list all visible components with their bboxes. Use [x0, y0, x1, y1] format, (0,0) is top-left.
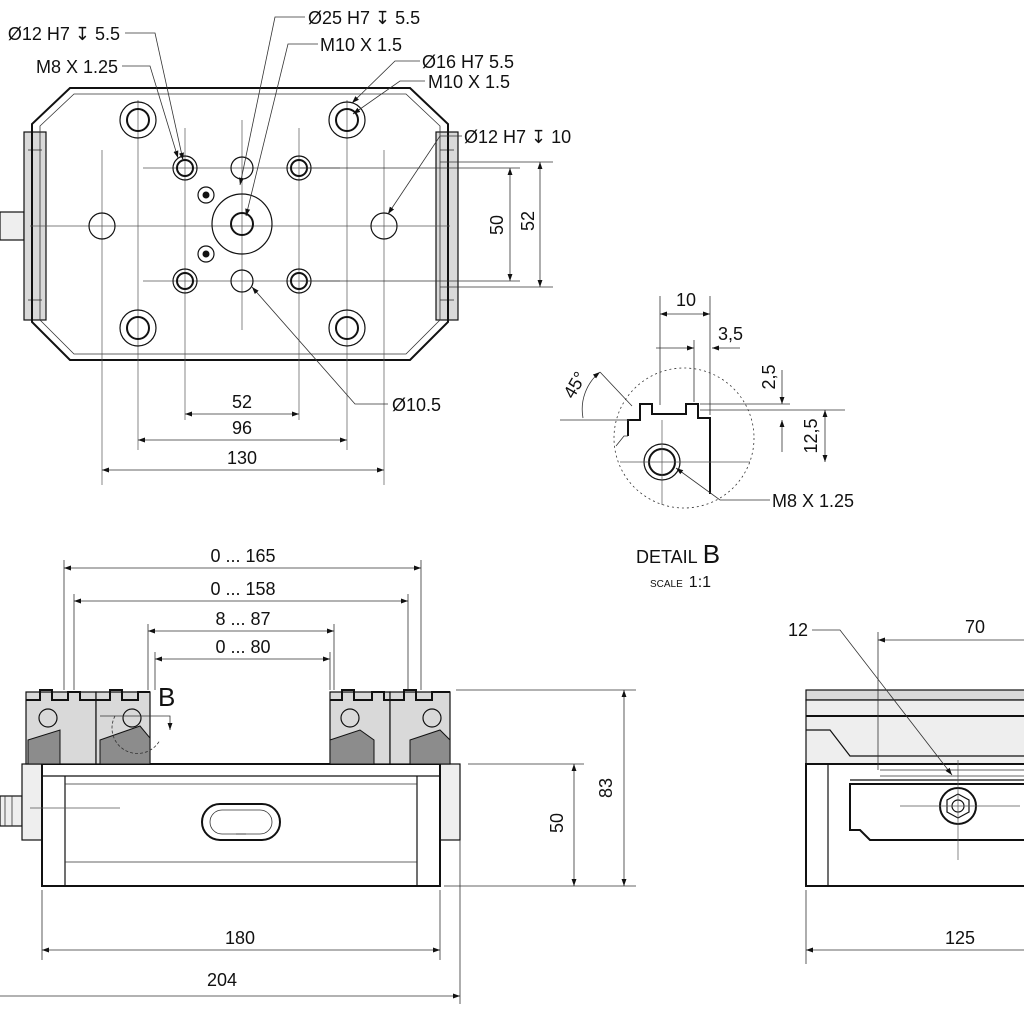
hole-left: [88, 212, 116, 240]
detail-dim-2-5: 2,5: [759, 364, 779, 389]
detail-dim-3-5: 3,5: [718, 324, 743, 344]
side-dim-125: 125: [945, 928, 975, 948]
side-body: [805, 763, 1024, 887]
detail-callout: M8 X 1.25: [772, 491, 854, 511]
callout-c6: M10 X 1.5: [428, 72, 510, 92]
left-jaw: [25, 689, 173, 765]
hole-bottom-center: [230, 269, 254, 293]
dim-50-top: 50: [487, 215, 507, 235]
dim-range-87: 8 ... 87: [215, 609, 270, 629]
dim-range-80: 0 ... 80: [215, 637, 270, 657]
front-shaft: [0, 795, 23, 827]
callout-c2: M8 X 1.25: [36, 57, 118, 77]
callout-c7: Ø12 H7 ↧ 10: [464, 127, 571, 147]
center-bore: [211, 193, 273, 255]
side-dim-12: 12: [788, 620, 808, 640]
shaft-stub: [0, 211, 25, 241]
callout-c3: Ø25 H7 ↧ 5.5: [308, 8, 420, 28]
corner-hole-br: [328, 309, 366, 347]
side-view: 12 70 125: [788, 617, 1024, 964]
dim-width-180: 180: [225, 928, 255, 948]
top-view: Ø12 H7 ↧ 5.5 M8 X 1.25 Ø25 H7 ↧ 5.5 M10 …: [0, 8, 571, 485]
callout-c8: Ø10.5: [392, 395, 441, 415]
dim-height-50: 50: [547, 813, 567, 833]
vise-body: [41, 763, 441, 887]
detail-dim-10: 10: [676, 290, 696, 310]
dim-range-165: 0 ... 165: [210, 546, 275, 566]
corner-hole-tr: [328, 101, 366, 139]
callout-c4: M10 X 1.5: [320, 35, 402, 55]
detail-dim-12-5: 12,5: [801, 418, 821, 453]
pin-hole-2: [197, 245, 215, 263]
callout-c5: Ø16 H7 5.5: [422, 52, 514, 72]
dim-height-83: 83: [596, 778, 616, 798]
hole-right: [370, 212, 398, 240]
dim-96: 96: [232, 418, 252, 438]
right-jaw: [329, 689, 451, 765]
detail-angle-45: 45°: [559, 368, 590, 402]
side-dim-70: 70: [965, 617, 985, 637]
detail-boundary: [613, 367, 755, 509]
base-plate: [31, 87, 449, 361]
callout-c1: Ø12 H7 ↧ 5.5: [8, 24, 120, 44]
thread-hole-3: [172, 268, 198, 294]
dim-130: 130: [227, 448, 257, 468]
pin-hole-1: [197, 186, 215, 204]
side-jaw-top: [805, 689, 1024, 701]
front-view: B 0 ... 165 0 ... 158 8 ... 87 0 ... 80 …: [0, 546, 636, 1004]
jaw-profile: [627, 403, 711, 494]
thread-hole-1: [172, 155, 198, 181]
body-slot: [201, 803, 281, 841]
dim-52-horizontal: 52: [232, 392, 252, 412]
corner-hole-tl: [119, 101, 157, 139]
dim-range-158: 0 ... 158: [210, 579, 275, 599]
dim-52-vertical: 52: [518, 211, 538, 231]
dim-width-204: 204: [207, 970, 237, 990]
corner-hole-bl: [119, 309, 157, 347]
marker-b: B: [158, 682, 175, 712]
